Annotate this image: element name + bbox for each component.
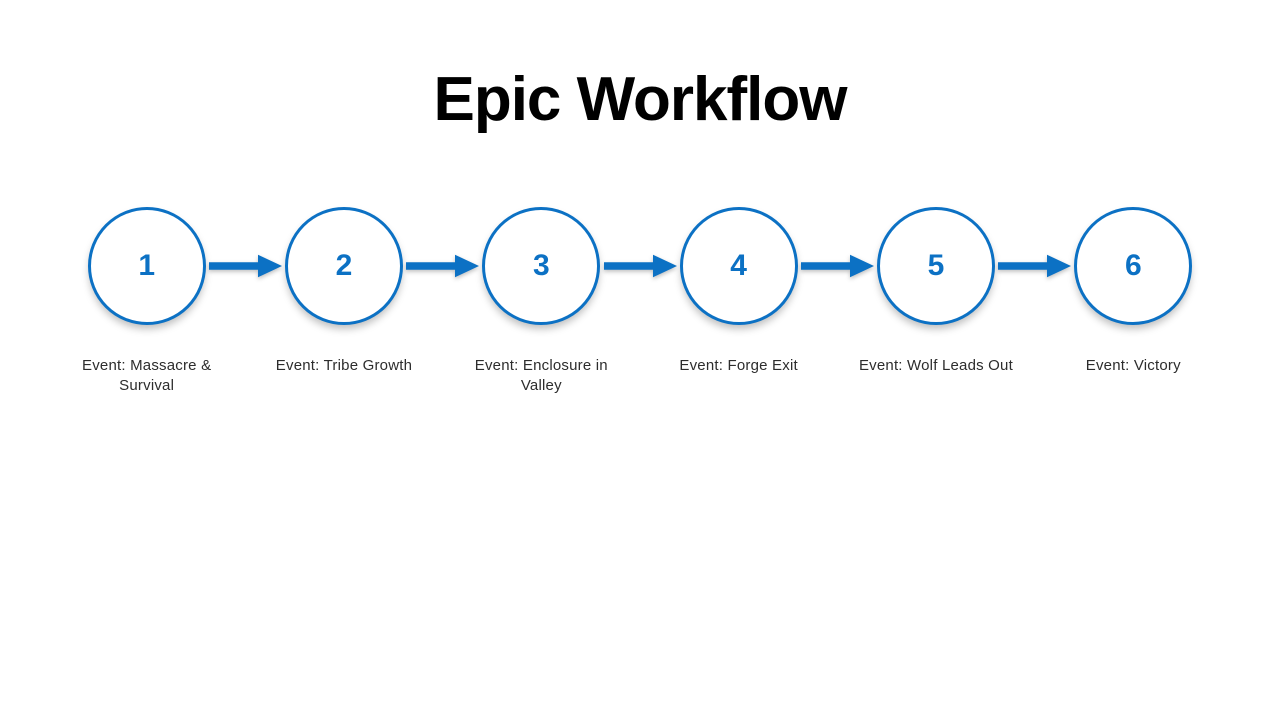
page-title: Epic Workflow <box>433 65 847 134</box>
workflow-step: 6 Event: Victory <box>1035 207 1232 396</box>
step-label: Event: Massacre & Survival <box>82 357 212 394</box>
step-label: Event: Victory <box>1085 357 1181 374</box>
step-number: 4 <box>730 249 747 282</box>
step-number: 3 <box>532 249 550 282</box>
step-circle: 1 <box>87 207 206 325</box>
arrow-right-icon <box>406 254 480 278</box>
arrow-right-icon <box>998 254 1072 278</box>
arrow-right-icon <box>800 254 874 278</box>
step-number: 6 <box>1124 249 1142 282</box>
step-number: 2 <box>335 249 353 282</box>
step-label: Event: Enclosure in Valley <box>474 357 608 394</box>
arrow-right-icon <box>209 254 282 278</box>
step-label: Event: Wolf Leads Out <box>858 357 1013 374</box>
workflow-step: 5 Event: Wolf Leads Out <box>837 207 1072 396</box>
step-circle: 6 <box>1074 207 1193 325</box>
step-circle: 3 <box>482 207 601 325</box>
workflow-step: 2 Event: Tribe Growth <box>245 207 480 396</box>
workflow-step: 4 Event: Forge Exit <box>640 207 874 396</box>
workflow-diagram: 1 Event: Massacre & Survival 2 Event: Tr… <box>48 207 1232 396</box>
step-circle: 4 <box>679 207 798 325</box>
step-label: Event: Tribe Growth <box>275 357 413 374</box>
step-number: 5 <box>927 249 945 282</box>
step-number: 1 <box>138 249 155 282</box>
step-label: Event: Forge Exit <box>679 357 798 374</box>
step-circle: 2 <box>284 207 403 325</box>
workflow-step: 3 Event: Enclosure in Valley <box>443 207 677 396</box>
arrow-right-icon <box>603 254 677 278</box>
step-circle: 5 <box>876 207 995 325</box>
workflow-step: 1 Event: Massacre & Survival <box>48 207 282 396</box>
